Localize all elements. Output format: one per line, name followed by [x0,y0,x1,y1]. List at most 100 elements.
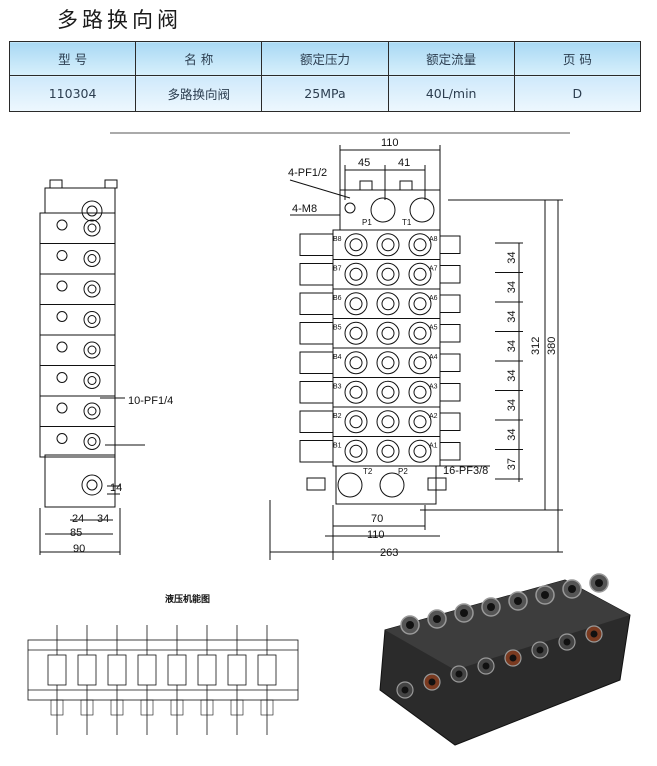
outlet-block [335,465,437,505]
outlet-fitting [306,477,326,491]
work-section [299,406,461,437]
port-label-p1: P1 [362,218,372,227]
port-label-a: A1 [429,443,438,450]
value-flow: 40L/min [387,75,515,112]
bolt-head [359,180,373,191]
work-section [299,229,461,260]
port-label-b: B2 [333,413,342,420]
side-section [39,365,116,397]
dim-body-height: 312 [530,337,542,355]
dim-top-width: 110 [381,137,399,149]
hydraulic-schematic [27,625,299,735]
spec-value-row: 110304 多路换向阀 25MPa 40L/min D [8,75,642,112]
bolt-head [399,180,413,191]
side-section [39,395,116,427]
header-model: 型 号 [8,41,137,76]
valve-photo [379,573,631,746]
port-label-a: A8 [429,236,438,243]
value-name: 多路换向阀 [135,75,263,112]
port-label-a: A4 [429,354,438,361]
value-model: 110304 [8,75,137,112]
dim-pitch: 34 [506,340,518,352]
outlet-port [337,472,363,498]
dim-side-24: 24 [72,513,84,525]
side-view-bolt [49,179,63,189]
side-view-port [86,205,98,217]
mount-hole [344,202,356,214]
outlet-port [379,472,405,498]
port-label-t1: T1 [402,218,412,227]
value-page: D [513,75,642,112]
callout-mount-bolts: 4-M8 [292,203,317,215]
work-section [299,288,461,319]
side-section [39,334,116,366]
header-name: 名 称 [135,41,263,76]
dim-pitch: 34 [506,399,518,411]
value-pressure: 25MPa [261,75,389,112]
dim-side-90: 90 [73,543,85,555]
port-label-t2: T2 [363,467,373,476]
dim-pitch: 34 [506,370,518,382]
side-view-sections [39,212,116,458]
front-dimension-lines [269,145,563,560]
dim-end-section: 37 [506,458,518,470]
dim-side-14: 14 [110,482,122,494]
side-section [39,304,116,336]
side-section [39,426,116,458]
work-section [299,318,461,349]
port-label-b: B4 [333,354,342,361]
side-view [39,179,145,555]
dim-pitch: 34 [506,311,518,323]
port-label-b: B1 [333,443,342,450]
port-label-b: B6 [333,295,342,302]
side-view-port [81,474,103,496]
page-title: 多路换向阀 [57,8,182,32]
side-view-port [86,479,98,491]
side-section [39,273,116,305]
side-view-bolt [104,179,118,189]
header-flow: 额定流量 [387,41,515,76]
dim-total-height: 380 [546,337,558,355]
work-section [299,377,461,408]
side-view-top-block [44,187,116,214]
port-label-a: A2 [429,413,438,420]
dim-bottom-110: 110 [367,529,385,541]
port-label-p2: P2 [398,467,408,476]
side-view-bottom-block [44,454,116,508]
product-photo [379,573,631,746]
dim-side-85: 85 [70,527,82,539]
side-section [39,212,116,244]
port-label-a: A5 [429,325,438,332]
side-section [39,243,116,275]
front-view [299,180,461,505]
dim-pitch: 34 [506,429,518,441]
dim-bottom-70: 70 [371,513,383,525]
outlet-fitting [427,477,447,491]
port-label-b: B5 [333,325,342,332]
work-section [299,259,461,290]
port-label-b: B8 [333,236,342,243]
inlet-port [370,197,396,223]
callout-inlet-ports: 4-PF1/2 [288,167,327,179]
work-sections [299,229,461,467]
header-page: 页 码 [513,41,642,76]
port-label-a: A6 [429,295,438,302]
dim-port-spacing-a: 45 [358,157,370,169]
spec-table: 型 号 名 称 额定压力 额定流量 页 码 110304 多路换向阀 25MPa… [8,41,642,112]
dim-port-spacing-b: 41 [398,157,410,169]
schematic-title: 液压机能图 [165,593,210,604]
port-label-a: A3 [429,384,438,391]
side-view-port [81,200,103,222]
work-section [299,436,461,467]
pitch-dimension-ticks [495,242,523,480]
header-pressure: 额定压力 [261,41,389,76]
port-label-b: B7 [333,266,342,273]
dim-pitch: 34 [506,252,518,264]
dim-side-34: 34 [97,513,109,525]
port-label-a: A7 [429,266,438,273]
dim-total-width: 263 [380,547,398,559]
port-label-b: B3 [333,384,342,391]
